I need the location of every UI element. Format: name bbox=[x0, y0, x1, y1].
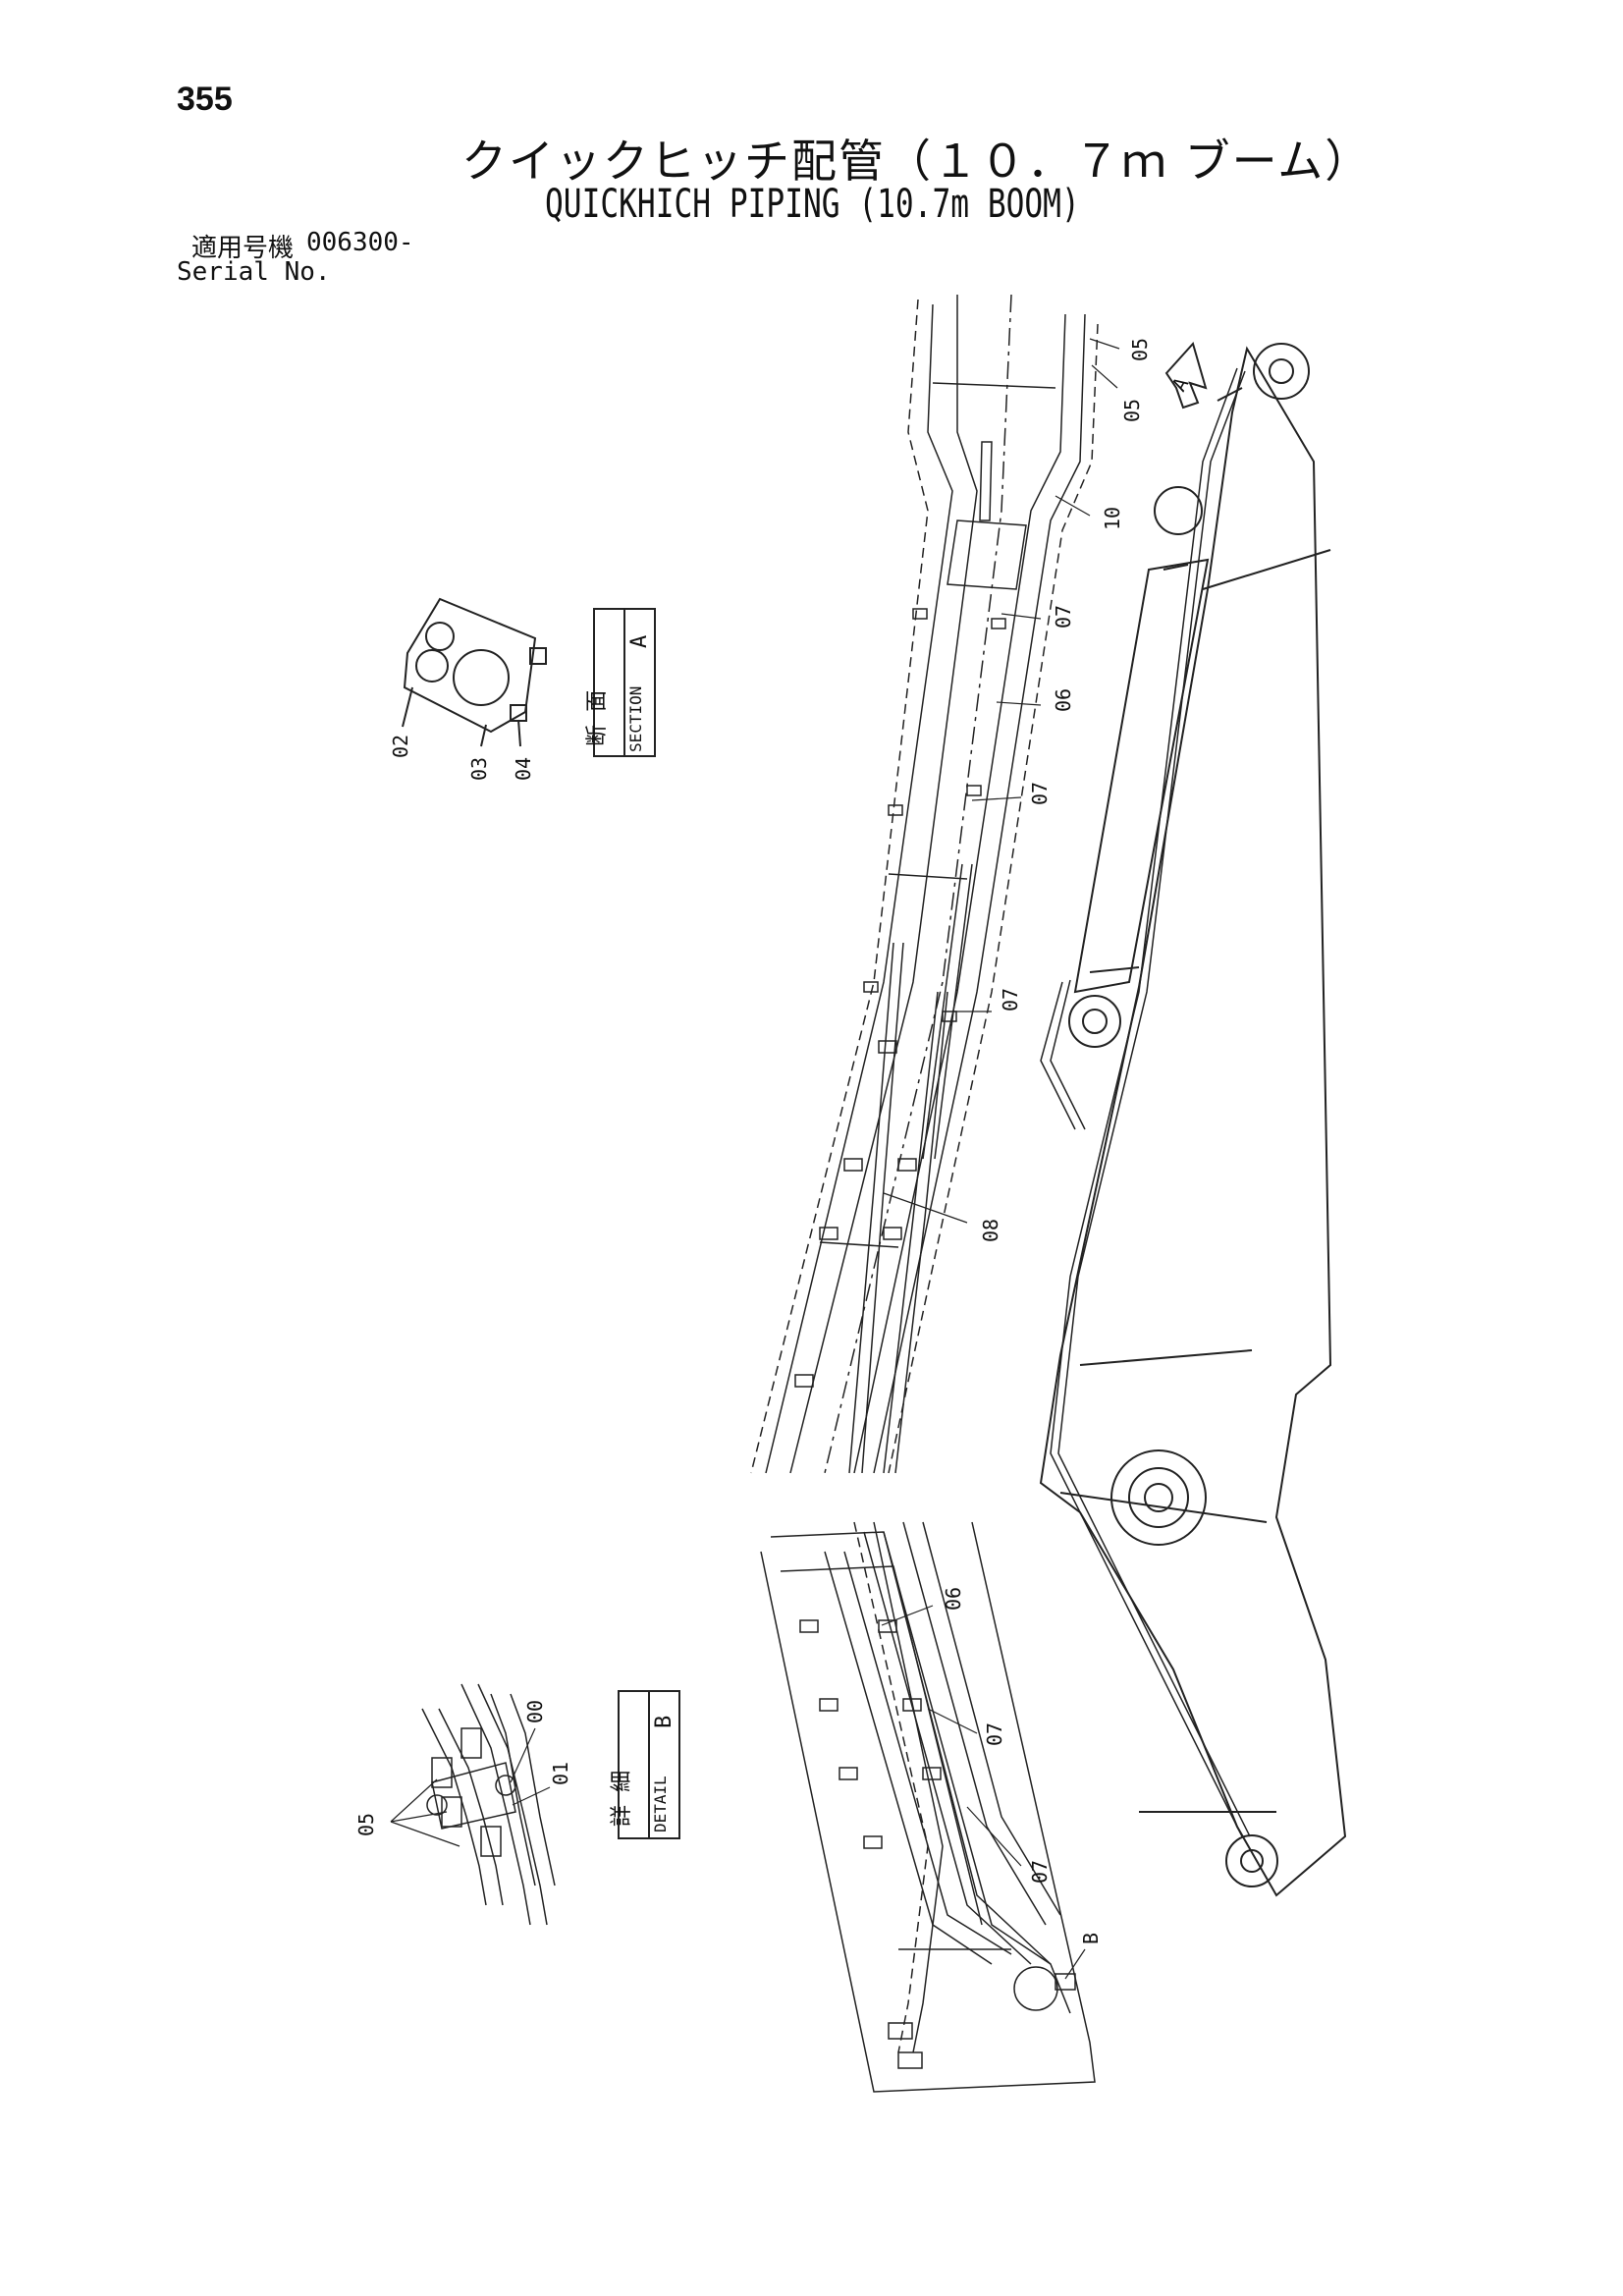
callout-07-e: 07 bbox=[1028, 1860, 1052, 1884]
view-arrow-icon bbox=[1164, 341, 1243, 410]
leader-lines bbox=[390, 338, 1120, 1980]
detail-box-label-ja: 詳 細 bbox=[610, 1771, 634, 1827]
callout-b: B bbox=[1079, 1933, 1103, 1944]
callout-07-b: 07 bbox=[1028, 782, 1052, 805]
section-box-label-en: SECTION bbox=[626, 686, 645, 752]
callout-05-top: 05 bbox=[1128, 338, 1152, 361]
detail-b-manifold bbox=[421, 1683, 556, 1926]
callout-07-c: 07 bbox=[999, 988, 1022, 1011]
callout-00: 00 bbox=[523, 1700, 547, 1723]
section-box-letter: A bbox=[627, 635, 652, 648]
view-arrow-letter: A bbox=[1167, 373, 1194, 395]
callout-06-a: 06 bbox=[1052, 688, 1075, 712]
section-box-label-ja: 断 面 bbox=[585, 690, 610, 746]
lower-arm-piping bbox=[760, 1521, 1096, 2093]
detail-box bbox=[618, 1690, 680, 1839]
callout-05-second: 05 bbox=[1120, 399, 1144, 422]
callout-01: 01 bbox=[549, 1762, 572, 1785]
serial-label-english: Serial No. bbox=[177, 257, 331, 287]
callout-07-a: 07 bbox=[1052, 605, 1075, 629]
serial-label-japanese: 適用号機 bbox=[191, 234, 295, 263]
callout-04: 04 bbox=[512, 757, 535, 781]
section-box bbox=[593, 608, 656, 757]
page-number: 355 bbox=[177, 81, 233, 118]
serial-value: 006300- bbox=[306, 228, 414, 257]
detail-box-label-en: DETAIL bbox=[651, 1776, 670, 1832]
section-a-valve bbox=[402, 597, 547, 747]
boom-outline bbox=[1039, 343, 1347, 1897]
callout-06-b: 06 bbox=[942, 1587, 965, 1611]
callout-10: 10 bbox=[1101, 507, 1124, 530]
title-japanese: クイックヒッチ配管（１０．７ｍ ブーム） bbox=[461, 135, 1373, 188]
detail-box-letter: B bbox=[652, 1716, 676, 1728]
callout-08: 08 bbox=[979, 1219, 1002, 1242]
callout-03: 03 bbox=[467, 757, 491, 781]
title-english: QUICKHICH PIPING (10.7m BOOM) bbox=[545, 182, 1080, 227]
callout-07-d: 07 bbox=[983, 1722, 1006, 1746]
upper-arm-piping bbox=[750, 294, 1099, 1474]
boom-hose-lines bbox=[1040, 367, 1251, 1837]
callout-05-detail: 05 bbox=[354, 1813, 378, 1836]
callout-02: 02 bbox=[389, 735, 412, 758]
